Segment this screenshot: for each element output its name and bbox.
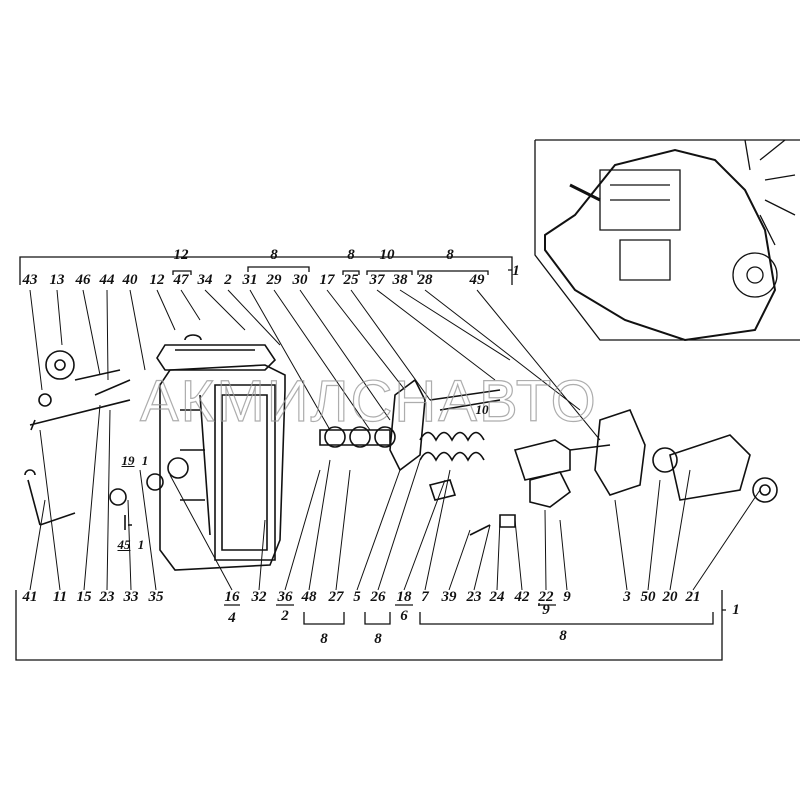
part-label: 44	[99, 272, 115, 288]
assembly-label-bottom: 1	[732, 602, 740, 618]
part-label: 36	[277, 589, 293, 605]
flange-3	[594, 409, 646, 496]
sub-label: 6	[400, 608, 408, 624]
part-label: 29	[266, 272, 282, 288]
rack-10	[429, 389, 501, 411]
camshaft-assembly	[319, 378, 778, 536]
sub-label: 2	[281, 608, 289, 624]
coupling	[513, 439, 571, 481]
part-label: 38	[392, 272, 408, 288]
part-label: 15	[76, 589, 92, 605]
part-label: 47	[173, 272, 189, 288]
group-label: 8	[320, 631, 328, 647]
part-label: 45	[117, 537, 131, 552]
part-label: 9	[563, 589, 571, 605]
group-label: 8	[347, 247, 355, 263]
part-label: 1	[141, 453, 149, 468]
part-label: 27	[328, 589, 344, 605]
bottom-bracket	[15, 590, 726, 661]
group-label: 12	[173, 247, 189, 263]
part-label: 43	[22, 272, 38, 288]
pump-housing	[156, 334, 286, 571]
part-label: 2	[224, 272, 232, 288]
part-label: 13	[49, 272, 65, 288]
part-label: 32	[251, 589, 267, 605]
part-label: 24	[489, 589, 505, 605]
part-label: 41	[22, 589, 38, 605]
part-label: 19	[121, 453, 135, 468]
part-label: 7	[421, 589, 429, 605]
group-label: 8	[559, 628, 567, 644]
part-label: 37	[369, 272, 385, 288]
part-label: 48	[301, 589, 317, 605]
part-label: 21	[685, 589, 701, 605]
gasket-32	[214, 384, 276, 561]
part-label: 42	[514, 589, 530, 605]
part-label: 12	[149, 272, 165, 288]
cover-12	[156, 344, 277, 371]
assembly-label-top: 1	[512, 263, 520, 279]
part-label: 40	[122, 272, 138, 288]
group-label: 8	[374, 631, 382, 647]
watermark-logo: АКМИЛСНАВТО	[139, 368, 598, 434]
part-label: 18	[396, 589, 412, 605]
part-label: 25	[343, 272, 359, 288]
group-label: 8	[270, 247, 278, 263]
part-label: 28	[417, 272, 433, 288]
part-label: 31	[242, 272, 258, 288]
part-label: 49	[469, 272, 485, 288]
part-label: 35	[148, 589, 164, 605]
part-label: 50	[640, 589, 656, 605]
top-bracket	[19, 256, 513, 285]
group-label: 10	[379, 247, 395, 263]
part-label: 26	[370, 589, 386, 605]
part-label: 46	[75, 272, 91, 288]
part-label: 16	[224, 589, 240, 605]
part-label: 34	[197, 272, 213, 288]
part-label: 1	[137, 537, 145, 552]
sub-label: 4	[228, 610, 236, 626]
part-label: 33	[123, 589, 139, 605]
plate-20	[669, 434, 751, 501]
sub-label: 9	[542, 602, 550, 618]
part-label: 17	[319, 272, 335, 288]
part-label: 23	[466, 589, 482, 605]
part-label: 30	[292, 272, 308, 288]
part-label: 3	[623, 589, 631, 605]
part-label: 10	[475, 402, 489, 417]
part-label: 20	[662, 589, 678, 605]
part-label: 11	[52, 589, 68, 605]
group-label: 8	[446, 247, 454, 263]
part-label: 39	[441, 589, 457, 605]
part-label: 5	[353, 589, 361, 605]
engine-inset	[534, 139, 800, 342]
part-label: 22	[538, 589, 554, 605]
lever-parts	[24, 350, 189, 530]
part-label: 23	[99, 589, 115, 605]
